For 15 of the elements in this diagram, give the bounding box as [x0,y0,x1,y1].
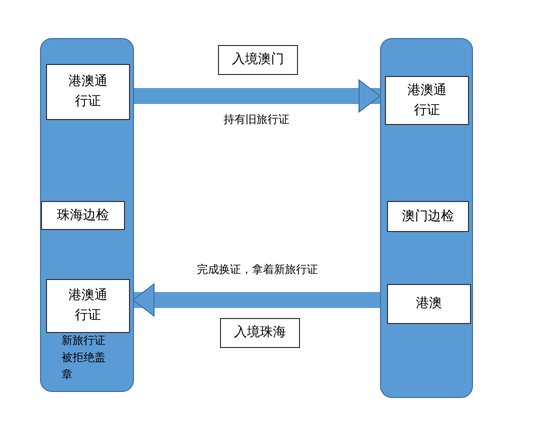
block-arrow [132,284,382,316]
text-box: 港澳通行证 [46,279,130,333]
text-box: 港澳通行证 [46,64,130,120]
bar-shape [40,38,134,392]
text-box: 港澳通行证 [385,76,469,125]
text-box: 珠海边检 [41,201,125,230]
text-box: 入境珠海 [220,318,300,348]
text-box: 港澳 [387,284,471,324]
text-box: 澳门边检 [387,201,469,232]
bar-note: 新旅行证被拒绝盖章 [62,333,107,383]
edge-label: 持有旧旅行证 [224,112,290,127]
text-box: 入境澳门 [218,45,298,75]
block-arrow [133,80,380,112]
bar-shape [380,38,473,398]
edge-label: 完成换证，拿着新旅行证 [197,262,318,277]
